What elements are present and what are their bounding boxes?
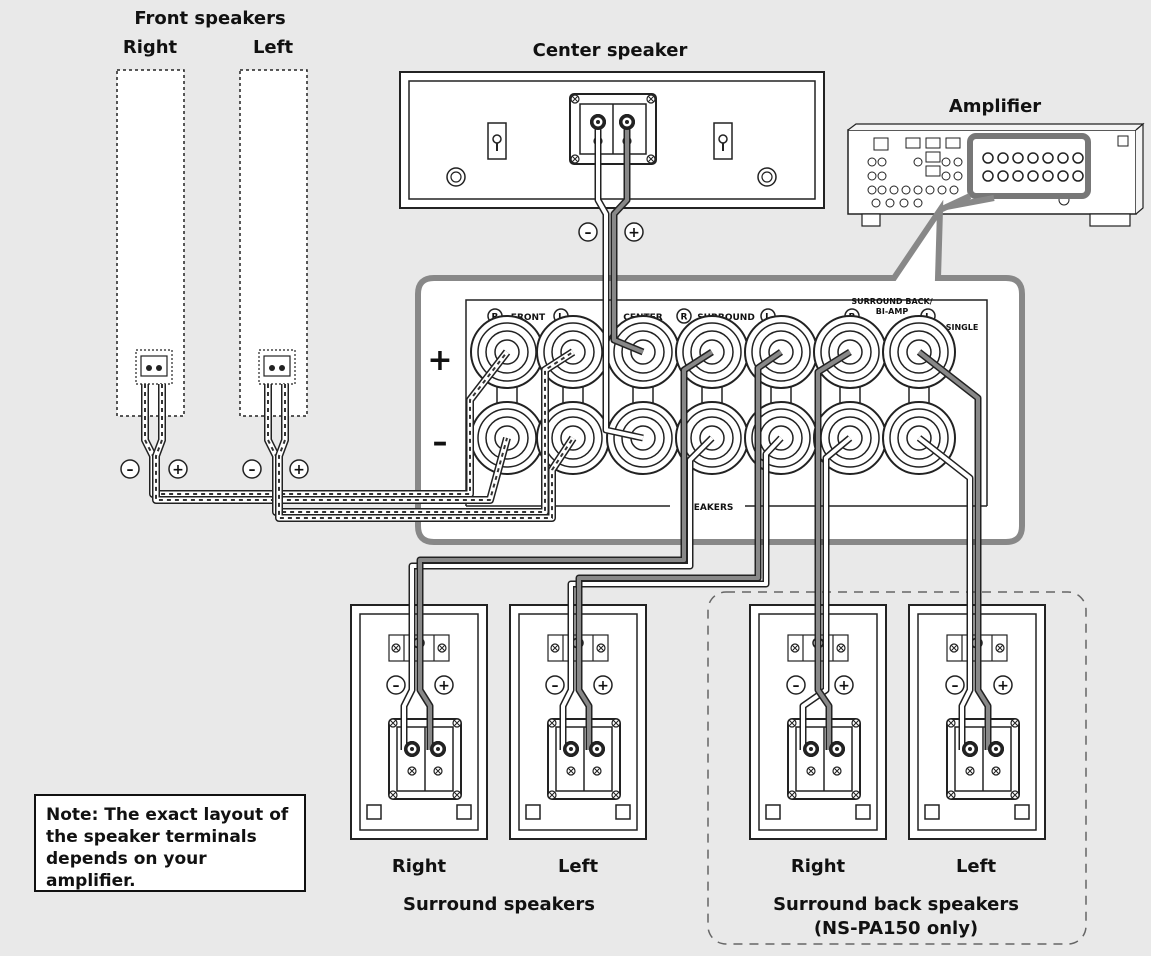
minus-icon: –	[242, 459, 262, 479]
minus-icon: –	[786, 675, 806, 695]
svg-text:+: +	[838, 678, 850, 694]
plus-icon: +	[834, 675, 854, 695]
svg-text:–: –	[552, 678, 559, 694]
center-wires	[594, 122, 645, 442]
svg-text:+: +	[997, 678, 1009, 694]
speaker-wires	[141, 122, 992, 750]
amplifier-label: Amplifier	[949, 96, 1041, 117]
plus-icon: +	[993, 675, 1013, 695]
svg-text:+: +	[438, 678, 450, 694]
front-wires	[141, 348, 577, 522]
surround-back-left-label: Left	[956, 856, 997, 877]
front-right-label: Right	[123, 37, 178, 58]
minus-icon: –	[578, 222, 598, 242]
minus-icon: –	[545, 675, 565, 695]
surround-back-terminal-label: SURROUND BACK/	[851, 297, 932, 306]
surround-back-speakers-group: Right Left Surround back speakers (NS-PA…	[707, 591, 1087, 945]
surround-speakers-group: Right Left Surround speakers	[351, 605, 646, 915]
note-box: Note: The exact layout of the speaker te…	[34, 794, 306, 892]
svg-text:–: –	[249, 462, 256, 478]
amplifier-terminal-highlight	[967, 133, 1091, 199]
center-speaker: Center speaker	[399, 40, 825, 209]
minus-icon: –	[945, 675, 965, 695]
surround-back-model-note: (NS-PA150 only)	[814, 918, 978, 939]
minus-row-label: –	[433, 425, 448, 460]
terminal-columns	[470, 315, 956, 475]
plus-icon: +	[434, 675, 454, 695]
svg-text:–: –	[127, 462, 134, 478]
front-speakers-group: Front speakers Right Left	[116, 8, 308, 417]
single-terminal-label: SINGLE	[946, 323, 979, 332]
surround-back-right-label: Right	[791, 856, 846, 877]
plus-icon: +	[624, 222, 644, 242]
svg-text:+: +	[597, 678, 609, 694]
svg-text:–: –	[585, 225, 592, 241]
svg-text:+: +	[172, 462, 184, 478]
svg-text:+: +	[293, 462, 305, 478]
svg-text:–: –	[393, 678, 400, 694]
surround-back-right-wires	[799, 349, 853, 750]
svg-text:–: –	[952, 678, 959, 694]
front-speakers-label: Front speakers	[134, 8, 285, 29]
minus-icon: –	[120, 459, 140, 479]
front-left-label: Left	[253, 37, 294, 58]
front-terminal-label: FRONT	[511, 313, 546, 323]
plus-row-label: +	[427, 343, 452, 378]
surround-left-wires	[559, 349, 784, 750]
amplifier: Amplifier	[847, 96, 1145, 227]
speaker-terminal-panel: SPEAKERS R FRONT L CENTER R SURROUND L S…	[427, 297, 988, 513]
bi-amp-terminal-label: BI-AMP	[876, 307, 909, 316]
polarity-markers: – + – + – + – + – + – + – +	[120, 222, 1013, 695]
svg-text:+: +	[628, 225, 640, 241]
center-speaker-label: Center speaker	[533, 40, 688, 61]
surround-back-speakers-label: Surround back speakers	[773, 894, 1019, 915]
optional-speakers-dashed-frame	[707, 591, 1087, 945]
svg-text:–: –	[793, 678, 800, 694]
plus-icon: +	[593, 675, 613, 695]
plus-icon: +	[168, 459, 188, 479]
surround-left-label: Left	[558, 856, 599, 877]
surround-right-wires	[400, 349, 715, 750]
svg-text:R: R	[681, 313, 688, 323]
surround-speakers-label: Surround speakers	[403, 894, 595, 915]
minus-icon: –	[386, 675, 406, 695]
surround-back-left-wires	[916, 349, 992, 750]
speakers-panel-label: SPEAKERS	[681, 503, 734, 513]
plus-icon: +	[289, 459, 309, 479]
surround-right-label: Right	[392, 856, 447, 877]
